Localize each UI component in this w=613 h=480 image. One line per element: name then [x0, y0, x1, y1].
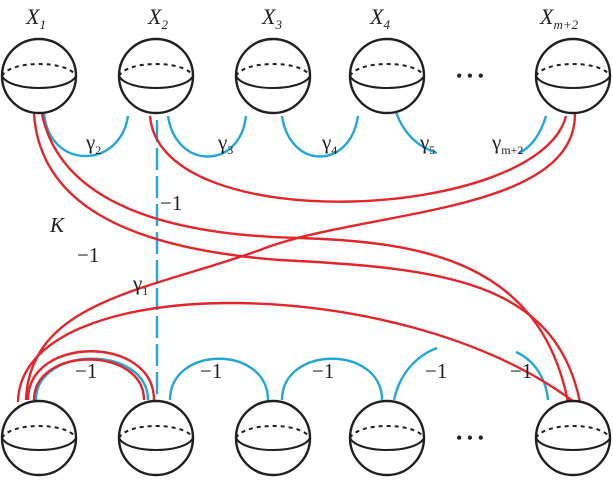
bottom-arc-3	[280, 357, 384, 401]
sphere-bottom-2	[117, 399, 195, 477]
red-curves	[16, 113, 582, 403]
red-bottom-double-outer	[26, 350, 156, 401]
sphere-bottom-1	[0, 399, 78, 477]
red-bottom-double-inner	[32, 358, 146, 401]
gamma-4-arc	[280, 115, 360, 158]
bottom-ellipsis: • • •	[456, 428, 484, 448]
weight-vertical: −1	[160, 191, 182, 215]
bottom-arc-4	[392, 346, 438, 401]
bottom-spheres	[0, 399, 612, 477]
label-gamma-m2: γm+2	[491, 130, 523, 157]
sphere-xm2	[534, 37, 612, 115]
label-gamma-1: γ1	[132, 271, 148, 298]
gamma-3-arc	[166, 115, 248, 158]
weight-bottom-3: −1	[312, 359, 334, 383]
sphere-labels: X1 X2 X3 X4 Xm+2	[25, 4, 579, 32]
label-gamma-2: γ2	[85, 130, 101, 157]
red-x1-lower	[32, 113, 582, 403]
gamma-labels: γ2 γ3 γ4 γ5 γm+2 γ1	[85, 130, 523, 298]
bottom-weights: −1 −1 −1 −1 −1	[75, 359, 532, 383]
gamma-m2-arc	[518, 115, 548, 155]
red-k-curve	[40, 113, 570, 403]
label-x2: X2	[147, 4, 168, 32]
label-xm2: Xm+2	[539, 4, 579, 32]
sphere-bottom-m2	[534, 399, 612, 477]
weight-bottom-4: −1	[425, 359, 447, 383]
top-spheres	[0, 37, 612, 115]
gamma-5-arc	[394, 111, 438, 155]
gamma-2-arc	[42, 111, 130, 158]
sphere-x3	[234, 37, 312, 115]
bottom-arc-m2	[515, 350, 550, 401]
bottom-blue-arcs	[34, 346, 550, 401]
sphere-x4	[348, 37, 426, 115]
label-gamma-3: γ3	[217, 130, 233, 157]
red-xm2-loop	[24, 113, 577, 401]
label-gamma-5: γ5	[419, 130, 435, 157]
label-k: K	[49, 213, 65, 237]
label-gamma-4: γ4	[321, 130, 337, 157]
weight-bottom-1: −1	[75, 359, 97, 383]
sphere-bottom-3	[234, 399, 312, 477]
label-x4: X4	[369, 4, 390, 32]
weight-red-crossing: −1	[77, 243, 99, 267]
sphere-x1	[0, 37, 78, 115]
weight-bottom-2: −1	[200, 359, 222, 383]
sphere-x2	[117, 37, 195, 115]
bottom-arc-2	[168, 357, 270, 401]
weight-bottom-m2: −1	[510, 359, 532, 383]
red-x2-xm2	[148, 115, 568, 203]
label-x1: X1	[25, 4, 46, 32]
red-bottom-long	[16, 301, 575, 403]
top-blue-arcs	[42, 111, 548, 158]
sphere-bottom-4	[348, 399, 426, 477]
label-x3: X3	[261, 4, 282, 32]
top-ellipsis: • • •	[456, 66, 484, 86]
